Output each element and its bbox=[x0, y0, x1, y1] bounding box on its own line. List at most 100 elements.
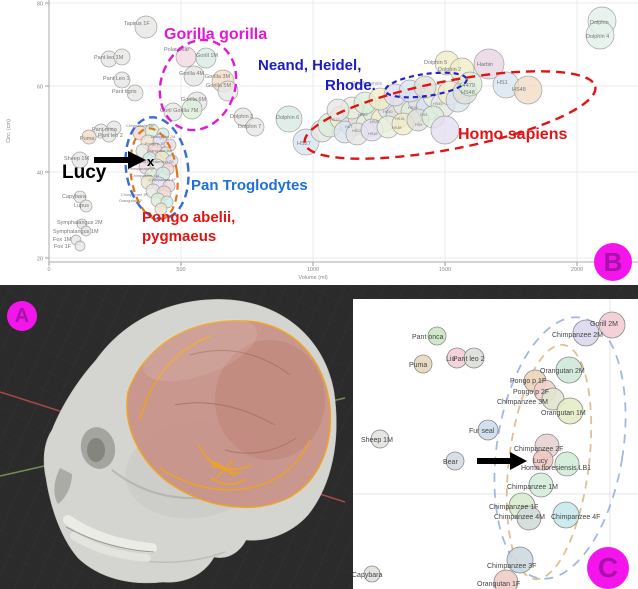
specimen-label: HS48 bbox=[461, 90, 475, 96]
annotation-label: Gorilla gorilla bbox=[164, 26, 267, 43]
scatter-point bbox=[363, 565, 381, 583]
group-ellipse bbox=[505, 343, 593, 581]
y-tick-label: 80 bbox=[37, 2, 43, 8]
tiny-specimen-label: HS18 bbox=[395, 117, 405, 121]
scatter-point bbox=[71, 151, 89, 169]
wire-temporal bbox=[159, 439, 311, 491]
specimen-label: Pant Leo 1 bbox=[103, 76, 130, 82]
scatter-point bbox=[370, 429, 390, 449]
vein-3 bbox=[224, 437, 297, 454]
tiny-specimen-label: Orangutan 1M bbox=[147, 149, 171, 153]
tiny-specimen-label: HS3 bbox=[420, 113, 427, 117]
specimen-label: Harbin bbox=[477, 62, 493, 68]
specimen-label: Sheep 1M bbox=[64, 156, 89, 162]
specimen-label: HS48 bbox=[512, 87, 526, 93]
tiny-specimen-label: HS25 bbox=[370, 120, 380, 124]
scatter-point bbox=[126, 84, 144, 102]
x-tick-label: 500 bbox=[176, 267, 185, 273]
specimen-label: Orangutan 1F bbox=[477, 581, 520, 588]
x-tick-label: 2000 bbox=[571, 267, 583, 273]
tiny-specimen-label: HS38 bbox=[392, 126, 402, 130]
scatter-point bbox=[506, 546, 534, 574]
group-ellipse bbox=[129, 127, 179, 221]
specimen-label: Pant onca bbox=[92, 127, 118, 133]
specimen-label: Gorill 2M bbox=[590, 321, 618, 328]
specimen-label: Fox 1M bbox=[53, 237, 72, 243]
group-ellipse bbox=[493, 316, 627, 580]
scatter-point bbox=[457, 71, 483, 97]
specimen-label: Pant leo 2 bbox=[453, 356, 485, 363]
scatter-point bbox=[217, 80, 239, 102]
scatter-point bbox=[81, 129, 97, 145]
specimen-label: Capybara bbox=[352, 572, 382, 579]
scatter-point bbox=[598, 311, 626, 339]
skull-3d-render bbox=[43, 299, 337, 584]
specimen-label: Dolphin bbox=[590, 20, 609, 26]
specimen-label: Fur seal bbox=[469, 428, 495, 435]
scatter-point bbox=[73, 190, 87, 204]
scatter-point bbox=[473, 48, 505, 80]
scatter-point bbox=[195, 47, 217, 69]
scatter-point bbox=[154, 202, 168, 216]
tiny-specimen-label: Orangutan 1F bbox=[119, 199, 143, 203]
scatter-point bbox=[555, 356, 583, 384]
specimen-label: Symphalangus 1M bbox=[53, 229, 99, 235]
specimen-label: Dolphin 3 bbox=[230, 114, 253, 120]
tiny-specimen-label: HS29 bbox=[408, 106, 418, 110]
specimen-label: Gorilla 3M bbox=[205, 74, 230, 80]
x-axis-title: Volume (ml) bbox=[298, 275, 328, 281]
specimen-label: Capybara bbox=[62, 194, 87, 200]
scatter-point bbox=[113, 48, 131, 66]
tiny-specimen-label: Chimpanzee 2F bbox=[128, 167, 155, 171]
y-axis-title: Circ. (cm) bbox=[6, 119, 12, 143]
annotation-label: Pongo abelii, bbox=[142, 209, 235, 226]
panel-a-badge: A bbox=[7, 301, 37, 331]
scatter-point bbox=[80, 225, 92, 237]
panel-b-badge: B bbox=[594, 243, 632, 281]
scatter-point bbox=[532, 449, 554, 471]
specimen-label: Dolphin 4 bbox=[586, 34, 609, 40]
specimen-label: Dolphin 6 bbox=[276, 115, 299, 121]
specimen-label: Lucy bbox=[533, 458, 548, 465]
endocast-wireframe bbox=[126, 319, 332, 509]
specimen-label: S4479 bbox=[459, 83, 475, 89]
y-tick-label: 20 bbox=[37, 257, 43, 263]
specimen-label: Gorilla 6M bbox=[181, 97, 206, 103]
scatter-point bbox=[427, 326, 447, 346]
vein-2 bbox=[174, 402, 276, 426]
specimen-label: Dolphin 5 bbox=[424, 60, 447, 66]
scatter-point bbox=[101, 127, 117, 143]
upper-teeth-row bbox=[63, 515, 157, 553]
tiny-specimen-label: HS16 bbox=[368, 132, 378, 136]
scatter-point bbox=[181, 98, 203, 120]
tiny-specimen-label: HS12 bbox=[330, 118, 340, 122]
scatter-point bbox=[477, 419, 499, 441]
specimen-label: Chimpanzee 3F bbox=[487, 563, 536, 570]
specimen-label: Chimpanzee 2M bbox=[552, 332, 603, 339]
tiny-specimen-label: Chimpanzee 3F bbox=[121, 193, 148, 197]
specimen-label: Fox 1F bbox=[54, 244, 72, 250]
scatter-point bbox=[113, 71, 131, 89]
annotation-label: Rhode. bbox=[325, 77, 376, 94]
tiny-specimen-label: HS7 bbox=[345, 125, 352, 129]
tiny-specimen-label: HS40 bbox=[383, 110, 393, 114]
specimen-label: Symphalangus 2M bbox=[57, 220, 103, 226]
scatter-point bbox=[183, 65, 205, 87]
x-tick-label: 1500 bbox=[439, 267, 451, 273]
specimen-label: Pant leo 1M bbox=[94, 55, 124, 61]
tiny-specimen-label: Pongo p 1F bbox=[145, 142, 165, 146]
y-tick-label: 40 bbox=[37, 171, 43, 177]
lucy-x-marker: x bbox=[147, 154, 155, 169]
tiny-specimen-label: Chimpanzee 4F bbox=[149, 178, 176, 182]
tiny-specimen-label: Chimpanzee 2M bbox=[126, 124, 154, 128]
scatter-point bbox=[528, 472, 554, 498]
specimen-label: Chimpanzee 2F bbox=[514, 446, 563, 453]
specimen-label: Dolphin 7 bbox=[238, 124, 261, 130]
scatter-point bbox=[413, 354, 433, 374]
specimen-label: Lupus bbox=[74, 203, 89, 209]
scatter-point bbox=[585, 20, 615, 50]
